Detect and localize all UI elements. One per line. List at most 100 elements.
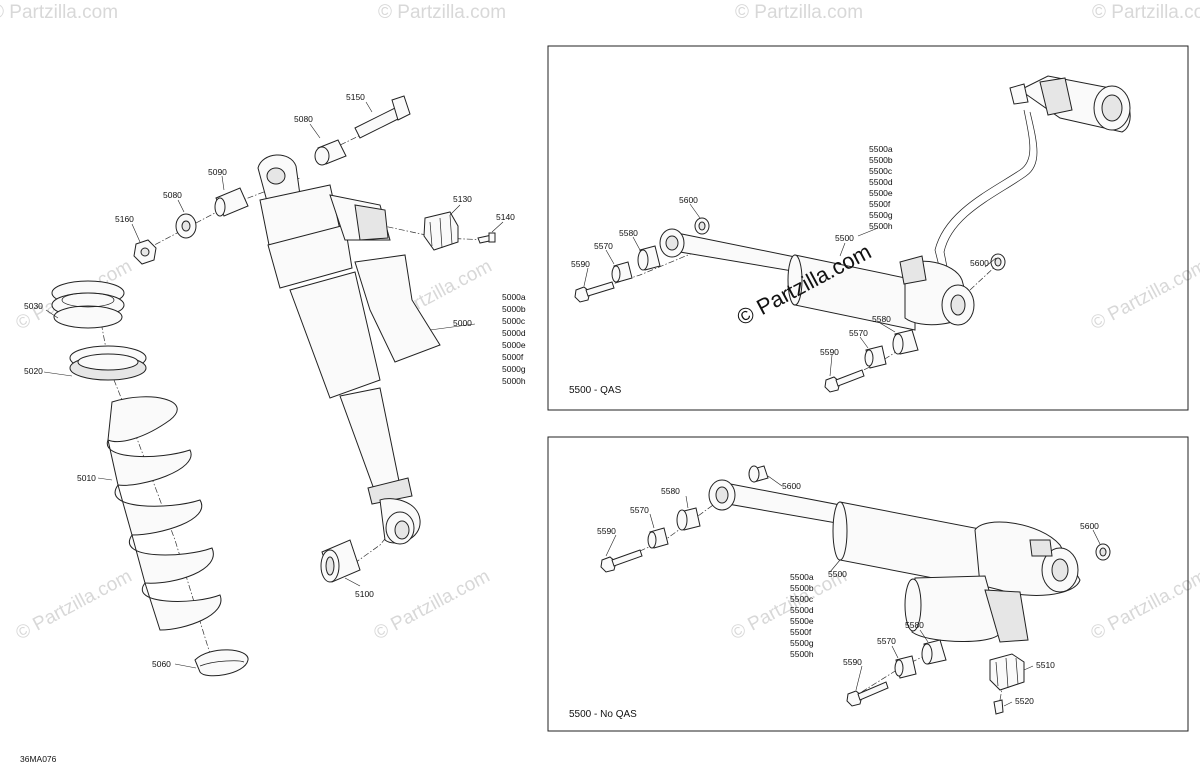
sleeve-5570-upper[interactable]	[647, 527, 669, 549]
watermark: © Partzilla.com	[12, 566, 135, 645]
shock-absorber-5000[interactable]	[257, 154, 441, 545]
panel-frame	[547, 45, 1189, 411]
variant-label: 5500b	[790, 583, 814, 593]
label-5520: 5520	[1015, 696, 1034, 706]
retaining-clip-5060[interactable]	[194, 649, 249, 677]
watermark: © Partzilla.com	[370, 566, 493, 645]
sleeve-5570-lower[interactable]	[864, 345, 887, 369]
explode-axis	[364, 221, 491, 241]
variant-list-5000: 5000a 5000b 5000c 5000d 5000e 5000f 5000…	[502, 292, 526, 386]
bolt-5590-upper[interactable]	[574, 281, 615, 303]
variant-label: 5000e	[502, 340, 526, 350]
bolt-5590-lower[interactable]	[824, 369, 865, 393]
label-5020: 5020	[24, 366, 43, 376]
label-5570: 5570	[630, 505, 649, 515]
variant-label: 5500d	[869, 177, 893, 187]
label-5600: 5600	[782, 481, 801, 491]
left-shock-assembly: 5150 5080 5090 5080 5160 5130 5140 5030 …	[24, 92, 526, 677]
label-5140: 5140	[496, 212, 515, 222]
label-5000: 5000	[453, 318, 472, 328]
bushing-5600-lower[interactable]	[990, 253, 1006, 271]
bushing-5600-upper[interactable]	[694, 217, 710, 235]
adjuster-knob-5130[interactable]	[423, 211, 459, 251]
variant-label: 5500d	[790, 605, 814, 615]
nut-5160[interactable]	[133, 239, 157, 265]
bushing-5580-lower[interactable]	[892, 329, 919, 355]
sleeve-5090[interactable]	[214, 187, 249, 217]
preload-ring-5030[interactable]	[51, 280, 125, 329]
variant-label: 5000g	[502, 364, 526, 374]
panel-frame	[547, 436, 1189, 732]
variant-label: 5000f	[502, 352, 524, 362]
watermark: © Partzilla.com	[735, 2, 863, 23]
watermark: © Partzilla.com	[1092, 2, 1200, 23]
variant-label: 5500h	[790, 649, 814, 659]
label-5030: 5030	[24, 301, 43, 311]
bushing-5600-upper[interactable]	[748, 465, 769, 483]
label-5090: 5090	[208, 167, 227, 177]
shock-absorber-5500-no-qas[interactable]	[708, 479, 1081, 643]
bushing-5580-lower[interactable]	[921, 639, 947, 665]
label-5080: 5080	[294, 114, 313, 124]
watermark: © Partzilla.com	[0, 2, 118, 23]
hose	[943, 111, 1038, 273]
label-5570: 5570	[877, 636, 896, 646]
bolt-5590-upper[interactable]	[600, 549, 643, 573]
bolt-5590-lower[interactable]	[846, 681, 889, 707]
variant-label: 5000b	[502, 304, 526, 314]
variant-label: 5500a	[869, 144, 893, 154]
bolt-5150[interactable]	[354, 95, 411, 139]
variant-label: 5500g	[869, 210, 893, 220]
explode-axis	[969, 261, 1001, 291]
variant-label: 5000a	[502, 292, 526, 302]
coil-spring-5010[interactable]	[106, 396, 222, 631]
screw-5140[interactable]	[477, 232, 496, 244]
variant-label: 5000d	[502, 328, 526, 338]
label-5080: 5080	[163, 190, 182, 200]
variant-label: 5500f	[869, 199, 891, 209]
panel-5500-no-qas: 5580 5600 5570 5590 5500 5600 5580 5570 …	[547, 436, 1189, 732]
label-5100: 5100	[355, 589, 374, 599]
label-5580: 5580	[905, 620, 924, 630]
variant-label: 5500e	[869, 188, 893, 198]
sleeve-5570-upper[interactable]	[611, 261, 633, 283]
label-5500: 5500	[828, 569, 847, 579]
bushing-5580-upper[interactable]	[676, 507, 701, 531]
label-5580: 5580	[872, 314, 891, 324]
label-5590: 5590	[597, 526, 616, 536]
label-5160: 5160	[115, 214, 134, 224]
label-5060: 5060	[152, 659, 171, 669]
label-5150: 5150	[346, 92, 365, 102]
label-5010: 5010	[77, 473, 96, 483]
label-5580: 5580	[619, 228, 638, 238]
bushing-5080-lower[interactable]	[175, 213, 197, 239]
variant-label: 5500g	[790, 638, 814, 648]
variant-label: 5000h	[502, 376, 526, 386]
bushing-5600-lower[interactable]	[1095, 543, 1111, 561]
variant-label: 5500f	[790, 627, 812, 637]
hose	[934, 109, 1031, 271]
bushing-5580-upper[interactable]	[637, 245, 661, 271]
variant-label: 5500e	[790, 616, 814, 626]
variant-list-5500-no-qas: 5500a 5500b 5500c 5500d 5500e 5500f 5500…	[790, 572, 814, 659]
bushing-5080-upper[interactable]	[314, 139, 347, 166]
label-5570: 5570	[594, 241, 613, 251]
label-5500: 5500	[835, 233, 854, 243]
drawing-code: 36MA076	[20, 754, 57, 764]
shock-absorber-5500-qas[interactable]	[659, 228, 975, 331]
label-5590: 5590	[571, 259, 590, 269]
reservoir-qas[interactable]	[1009, 75, 1131, 133]
screw-5520[interactable]	[993, 699, 1004, 715]
label-5580: 5580	[661, 486, 680, 496]
sleeve-5570-lower[interactable]	[894, 655, 917, 679]
bushing-5100[interactable]	[320, 539, 361, 583]
adjuster-knob-5510[interactable]	[989, 653, 1025, 691]
variant-label: 5500h	[869, 221, 893, 231]
label-5590: 5590	[820, 347, 839, 357]
label-5600: 5600	[970, 258, 989, 268]
watermark: © Partzilla.com	[378, 2, 506, 23]
variant-label: 5000c	[502, 316, 526, 326]
panel-5500-qas: © Partzilla.com 5600 5580 5570 5590 5500…	[547, 45, 1189, 411]
label-5600: 5600	[1080, 521, 1099, 531]
spring-seat-5020[interactable]	[69, 345, 147, 381]
